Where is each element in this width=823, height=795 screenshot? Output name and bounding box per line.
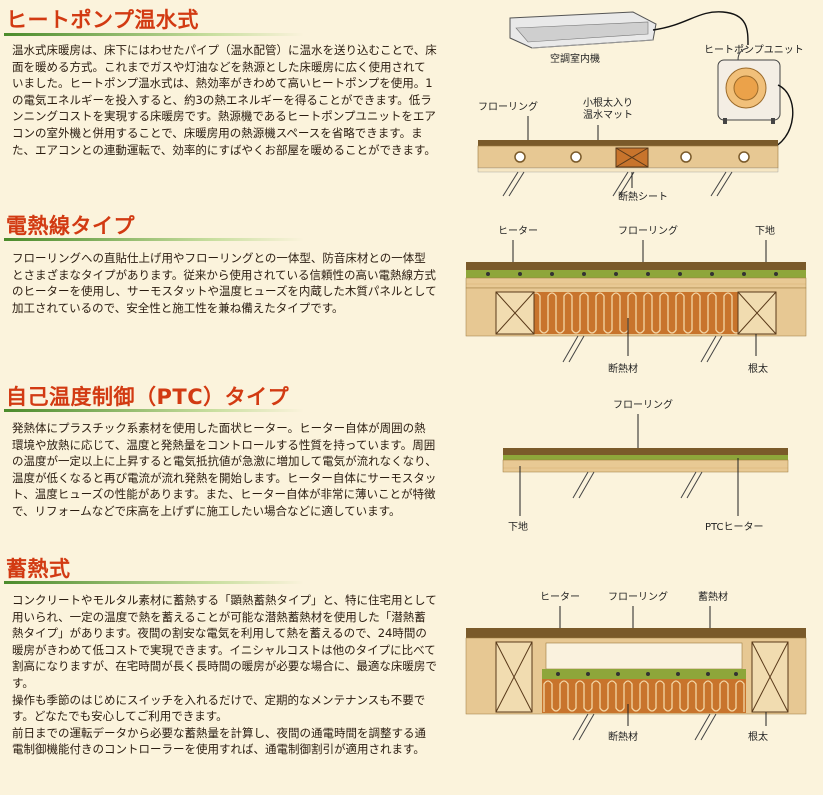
heading-heatpump: ヒートポンプ温水式 (6, 8, 199, 32)
label-heater: ヒーター (540, 591, 580, 603)
paragraph-text: 発熱体にプラスチック系素材を使用した面状ヒーター。ヒーター自体が周囲の熱環境や放… (12, 421, 437, 518)
label-insulation: 断熱材 (608, 362, 638, 375)
insulation-layer (542, 679, 746, 713)
diagram-heatpump: 空調室内機 ヒートポンプユニット フローリング 小根太入り温水マット (477, 11, 804, 203)
label-indoor-unit: 空調室内機 (550, 52, 600, 65)
flooring-layer (466, 262, 806, 270)
label-joist: 根太 (748, 730, 768, 743)
floor-section-electric (465, 262, 807, 363)
label-outdoor-unit: ヒートポンプユニット (704, 44, 804, 56)
label-ptc-heater: PTCヒーター (705, 521, 764, 533)
heading-electric: 電熱線タイプ (6, 214, 135, 238)
paragraph-text: 温水式床暖房は、床下にはわせたパイプ（温水配管）に温水を送り込むことで、床面を暖… (12, 43, 437, 157)
subfloor-layer (502, 459, 789, 473)
floor-section-storage (465, 628, 807, 741)
label-flooring: フローリング (478, 100, 538, 113)
paragraph-text: 操作も季節のはじめにスイッチを入れるだけで、定期的なメンテナンスも不要です。どな… (12, 692, 426, 724)
heater-layer (466, 270, 806, 278)
outdoor-unit (717, 47, 781, 124)
refrigerant-pipe (652, 11, 749, 46)
heading-underline (4, 33, 304, 36)
paragraph-storage: コンクリートやモルタル素材に蓄熱する「顕熱蓄熱タイプ」と、特に住宅用として用いら… (12, 592, 437, 758)
floor-section-ptc (502, 448, 789, 499)
label-joist: 根太 (748, 362, 768, 375)
label-heater: ヒーター (498, 225, 538, 237)
subfloor-layer (465, 277, 807, 289)
label-insulation-sheet: 断熱シート (618, 190, 668, 203)
insulation-layer (498, 292, 750, 334)
heading-ptc: 自己温度制御（PTC）タイプ (6, 385, 290, 409)
diagram-column: 空調室内機 ヒートポンプユニット フローリング 小根太入り温水マット (448, 0, 823, 791)
label-insulation: 断熱材 (608, 730, 638, 743)
label-flooring: フローリング (613, 398, 673, 411)
label-flooring: フローリング (618, 224, 678, 237)
paragraph-text: フローリングへの直貼仕上げ用やフローリングとの一体型、防音床材との一体型とさまざ… (12, 251, 437, 315)
paragraph-electric: フローリングへの直貼仕上げ用やフローリングとの一体型、防音床材との一体型とさまざ… (12, 250, 437, 316)
heading-underline (4, 238, 304, 241)
heading-underline (4, 581, 304, 584)
label-storage-material: 蓄熱材 (698, 590, 728, 603)
diagrams-svg: 空調室内機 ヒートポンプユニット フローリング 小根太入り温水マット (465, 11, 807, 743)
paragraph-ptc: 発熱体にプラスチック系素材を使用した面状ヒーター。ヒーター自体が周囲の熱環境や放… (12, 420, 437, 520)
paragraph-text: 前日までの運転データから必要な蓄熱量を計算し、夜間の通電時間を調整する通電制御機… (12, 725, 426, 757)
diagram-ptc: フローリング 下地 PTCヒーター (502, 398, 789, 533)
diagram-electric: ヒーター フローリング 下地 (465, 224, 807, 375)
paragraph-heatpump: 温水式床暖房は、床下にはわせたパイプ（温水配管）に温水を送り込むことで、床面を暖… (12, 42, 437, 158)
heading-storage: 蓄熱式 (6, 557, 71, 581)
paragraph-text: コンクリートやモルタル素材に蓄熱する「顕熱蓄熱タイプ」と、特に住宅用として用いら… (12, 593, 437, 690)
flooring-layer (466, 628, 806, 638)
storage-material-layer (542, 669, 746, 679)
ptc-heater-layer (503, 455, 788, 460)
indoor-unit (509, 11, 657, 49)
flooring-layer (503, 448, 788, 455)
insulation-sheet-layer (477, 167, 779, 173)
label-subfloor: 下地 (755, 224, 775, 237)
floor-section-heatpump (477, 140, 779, 197)
flooring-layer (478, 140, 778, 146)
heading-underline (4, 409, 304, 412)
label-mat: 小根太入り温水マット (583, 96, 633, 121)
label-flooring: フローリング (608, 590, 668, 603)
diagram-storage: ヒーター フローリング 蓄熱材 (465, 590, 807, 743)
label-subfloor: 下地 (508, 520, 528, 533)
text-column: ヒートポンプ温水式 温水式床暖房は、床下にはわせたパイプ（温水配管）に温水を送り… (4, 8, 437, 758)
